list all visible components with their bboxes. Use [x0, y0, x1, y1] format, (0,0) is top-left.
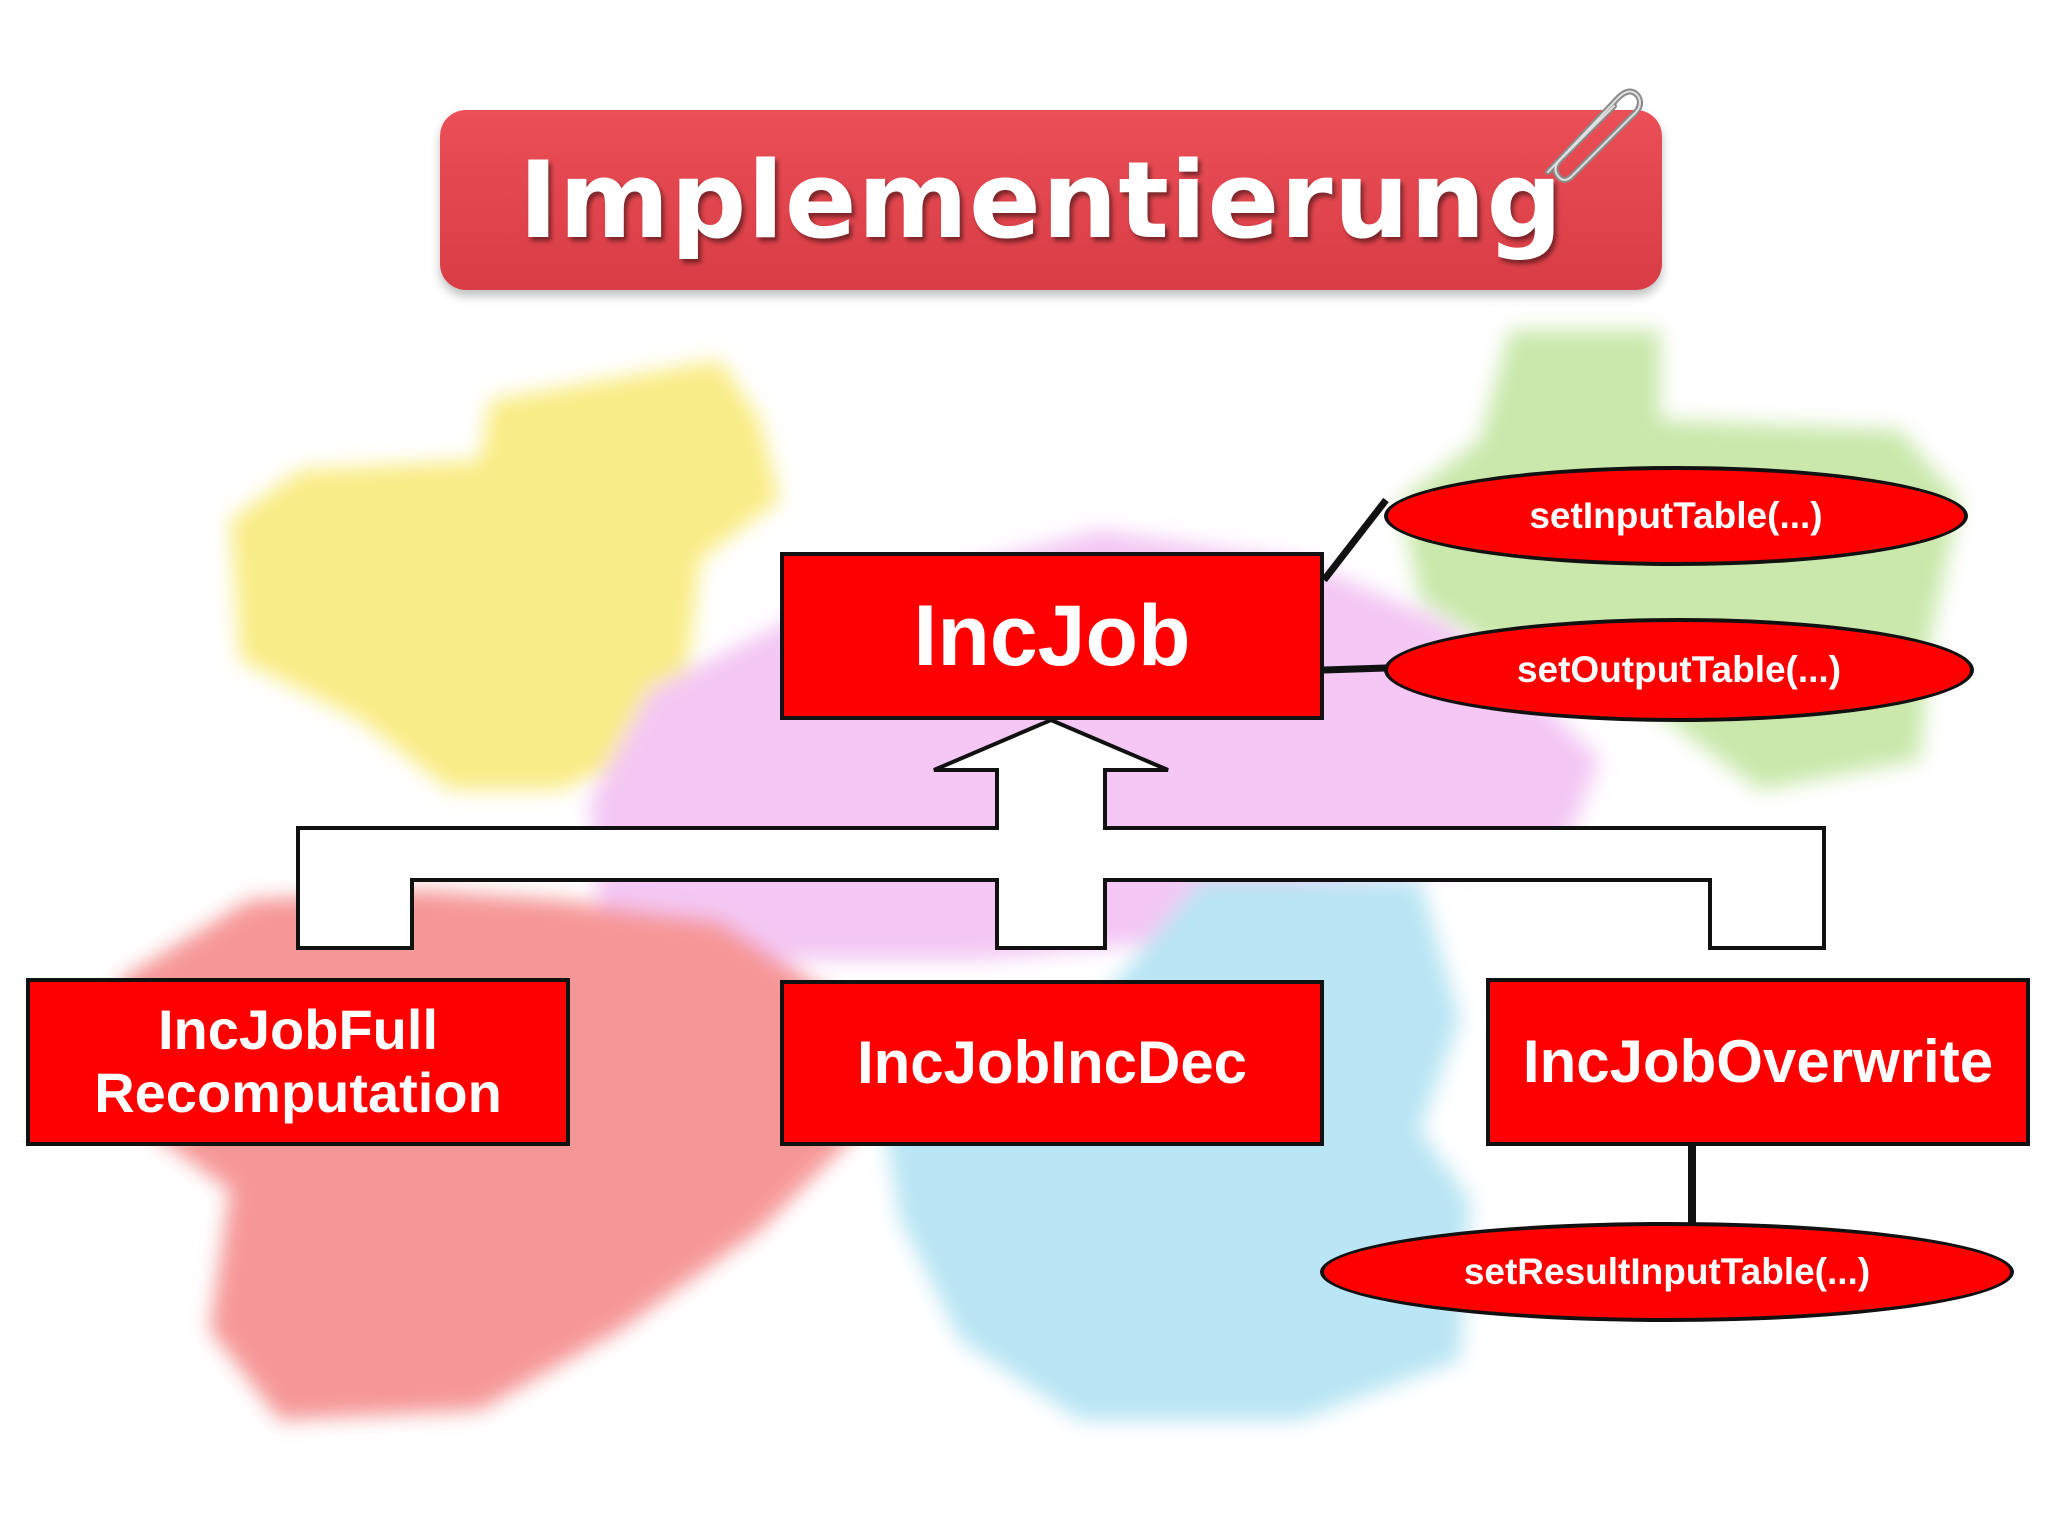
method-set-output-table: setOutputTable(...): [1384, 618, 1974, 722]
page-title: Implementierung: [518, 138, 1564, 262]
class-box-incjobincdec: IncJobIncDec: [780, 980, 1324, 1146]
inheritance-arrow: [296, 717, 1826, 950]
method-set-result-input-table: setResultInputTable(...): [1320, 1222, 2014, 1322]
class-label-incjobincdec: IncJobIncDec: [856, 1029, 1248, 1097]
method-label: setResultInputTable(...): [1463, 1251, 1871, 1292]
class-box-incjoboverwrite: IncJobOverwrite: [1486, 978, 2030, 1146]
connector-set-input: [1321, 497, 1389, 583]
class-label-line-1: IncJobFull: [158, 998, 438, 1062]
paperclip-icon: [1545, 88, 1643, 183]
method-label: setInputTable(...): [1529, 495, 1823, 536]
class-box-incjob: IncJob: [780, 552, 1324, 720]
class-box-incjobfull-recomputation: IncJobFull Recomputation: [26, 978, 570, 1146]
title-banner: Implementierung: [440, 110, 1662, 290]
class-label-incjoboverwrite: IncJobOverwrite: [1522, 1028, 1994, 1096]
connector-set-output: [1323, 664, 1387, 674]
class-label-line-2: Recomputation: [94, 1061, 502, 1124]
method-label: setOutputTable(...): [1516, 649, 1842, 690]
method-set-input-table: setInputTable(...): [1384, 466, 1968, 566]
class-label-incjob: IncJob: [913, 587, 1191, 684]
